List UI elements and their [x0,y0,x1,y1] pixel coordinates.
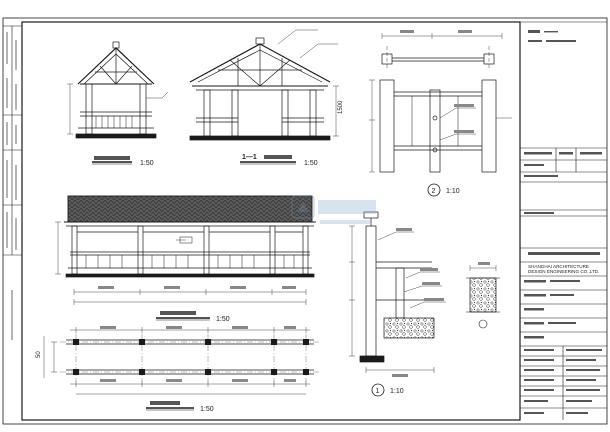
detail-1-title: 1 1:10 [371,383,404,397]
front-elevation-scale: 1:50 [216,316,230,323]
section-scale: 1:50 [304,160,318,167]
drawing-title-mark [150,401,180,405]
margin-note-marks [6,32,17,340]
plan-title: 1:50 [146,401,214,413]
end-elevation-drawing [67,41,169,139]
section-1-1-title: 1—1 1:50 [240,154,318,167]
plan-scale: 1:50 [200,406,214,413]
watermark-logo [291,195,376,224]
front-elevation-dim-marks [98,236,296,289]
detail-1-number: 1 [376,388,380,395]
section-height-dim: 1500 [338,100,344,114]
drawing-title-mark [160,311,196,315]
front-elevation-drawing [55,195,316,305]
left-margin-strip [3,25,22,340]
end-elevation-title: 1:50 [92,156,154,167]
end-elevation-scale: 1:50 [140,160,154,167]
detail-1-scale: 1:10 [390,388,404,395]
title-block [520,21,607,420]
section-marker: 1—1 [242,154,257,161]
detail-2-scale: 1:10 [446,188,460,195]
stone-footing-detail [466,265,500,313]
plan-left-dim-label: 50 [36,351,42,358]
stone-footing-title [478,262,490,329]
detail-2-number: 2 [432,188,436,195]
detail-1-drawing [349,211,446,373]
firm-name-en-line1: SHANGHAI ARCHITECTURE [528,264,589,269]
detail-2-drawing [369,33,512,173]
title-block-text-marks [524,30,602,414]
section-1-1-drawing [189,29,339,141]
column-cap [363,211,379,219]
detail-2-dim-marks [400,30,474,133]
plan-dim-marks [100,326,296,382]
firm-name-en-line2: DESIGN ENGINEERING CO.,LTD. [528,269,599,274]
detail-1-dim-marks [392,228,444,377]
tiled-roof [67,195,313,223]
drawing-title-mark [94,156,130,160]
plan-drawing [43,327,320,395]
sheet-frame [2,17,608,425]
detail-2-title: 2 1:10 [427,183,460,197]
drawing-title-mark [264,155,292,159]
front-elevation-title: 1:50 [156,311,230,323]
